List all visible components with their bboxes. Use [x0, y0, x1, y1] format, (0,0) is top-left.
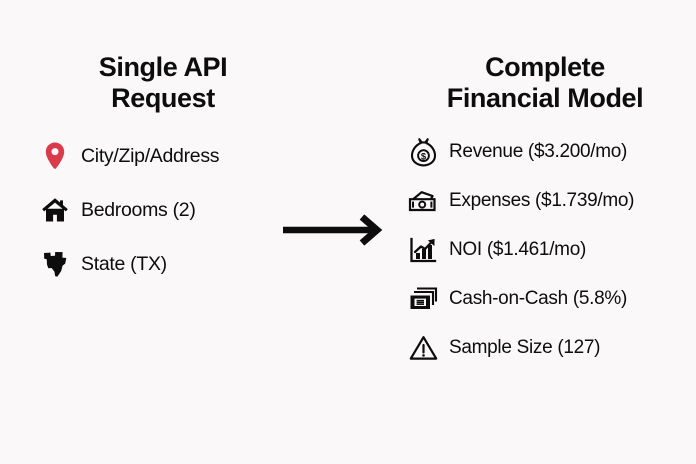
- left-column-title: Single API Request: [98, 52, 228, 113]
- list-item-label: Revenue ($3.200/mo): [449, 141, 628, 162]
- list-item: Cash-on-Cash (5.8%): [408, 283, 690, 315]
- list-item: Bedrooms (2): [40, 194, 296, 226]
- list-item: Expenses ($1.739/mo): [408, 185, 690, 217]
- left-item-list: City/Zip/Address Bedrooms (2): [30, 140, 296, 280]
- banknote-icon: [408, 186, 438, 216]
- list-item-label: NOI ($1.461/mo): [449, 239, 586, 260]
- list-item-label: Sample Size (127): [449, 337, 601, 358]
- left-column: Single API Request City/Zip/Address: [30, 0, 296, 280]
- list-item: NOI ($1.461/mo): [408, 234, 690, 266]
- list-item-label: Cash-on-Cash (5.8%): [449, 288, 628, 309]
- list-item: Sample Size (127): [408, 332, 690, 364]
- list-item-label: State (TX): [81, 253, 167, 275]
- list-item: $ Revenue ($3.200/mo): [408, 136, 690, 168]
- list-item-label: Bedrooms (2): [81, 199, 196, 221]
- arrow-right-icon: [280, 214, 384, 246]
- list-item: State (TX): [40, 248, 296, 280]
- stacked-cash-icon: [408, 284, 438, 314]
- growth-chart-icon: [408, 235, 438, 265]
- warning-triangle-icon: [408, 333, 438, 363]
- house-icon: [40, 195, 70, 225]
- list-item-label: City/Zip/Address: [81, 145, 220, 167]
- money-bag-icon: $: [408, 137, 438, 167]
- right-item-list: $ Revenue ($3.200/mo) Expenses ($1.739/m…: [400, 136, 690, 364]
- right-column-title: Complete Financial Model: [446, 52, 644, 113]
- texas-state-icon: [40, 249, 70, 279]
- list-item-label: Expenses ($1.739/mo): [449, 190, 635, 211]
- map-pin-icon: [40, 141, 70, 171]
- svg-text:$: $: [420, 150, 426, 161]
- list-item: City/Zip/Address: [40, 140, 296, 172]
- right-column: Complete Financial Model $ Revenue ($3.2…: [400, 0, 690, 364]
